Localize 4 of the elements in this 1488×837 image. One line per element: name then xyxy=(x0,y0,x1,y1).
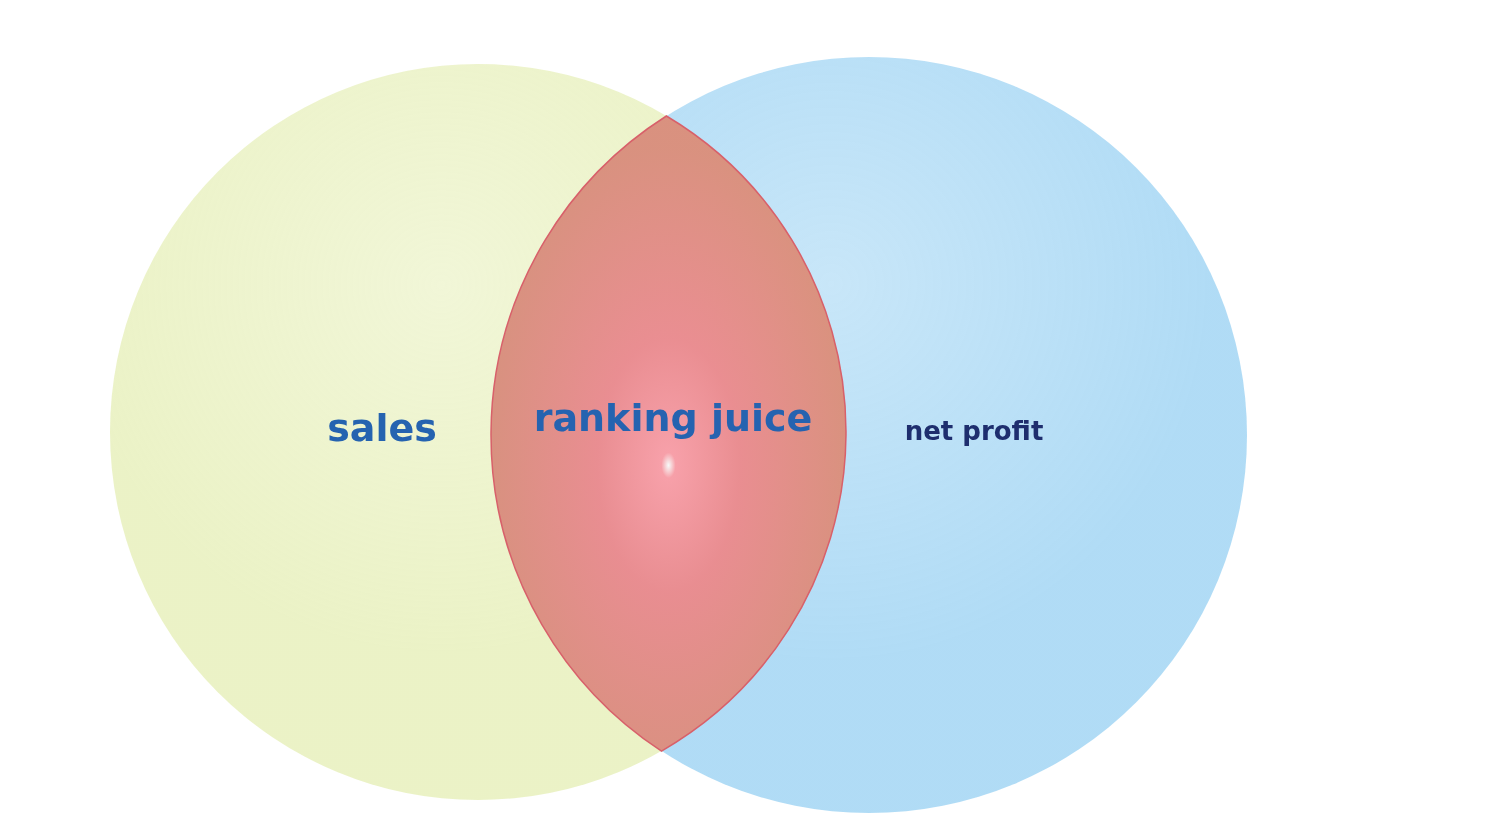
region-label: sales xyxy=(327,406,437,450)
region-label: net profit xyxy=(904,416,1044,446)
region-label: ranking juice xyxy=(533,396,813,440)
overlap-region xyxy=(491,115,846,751)
